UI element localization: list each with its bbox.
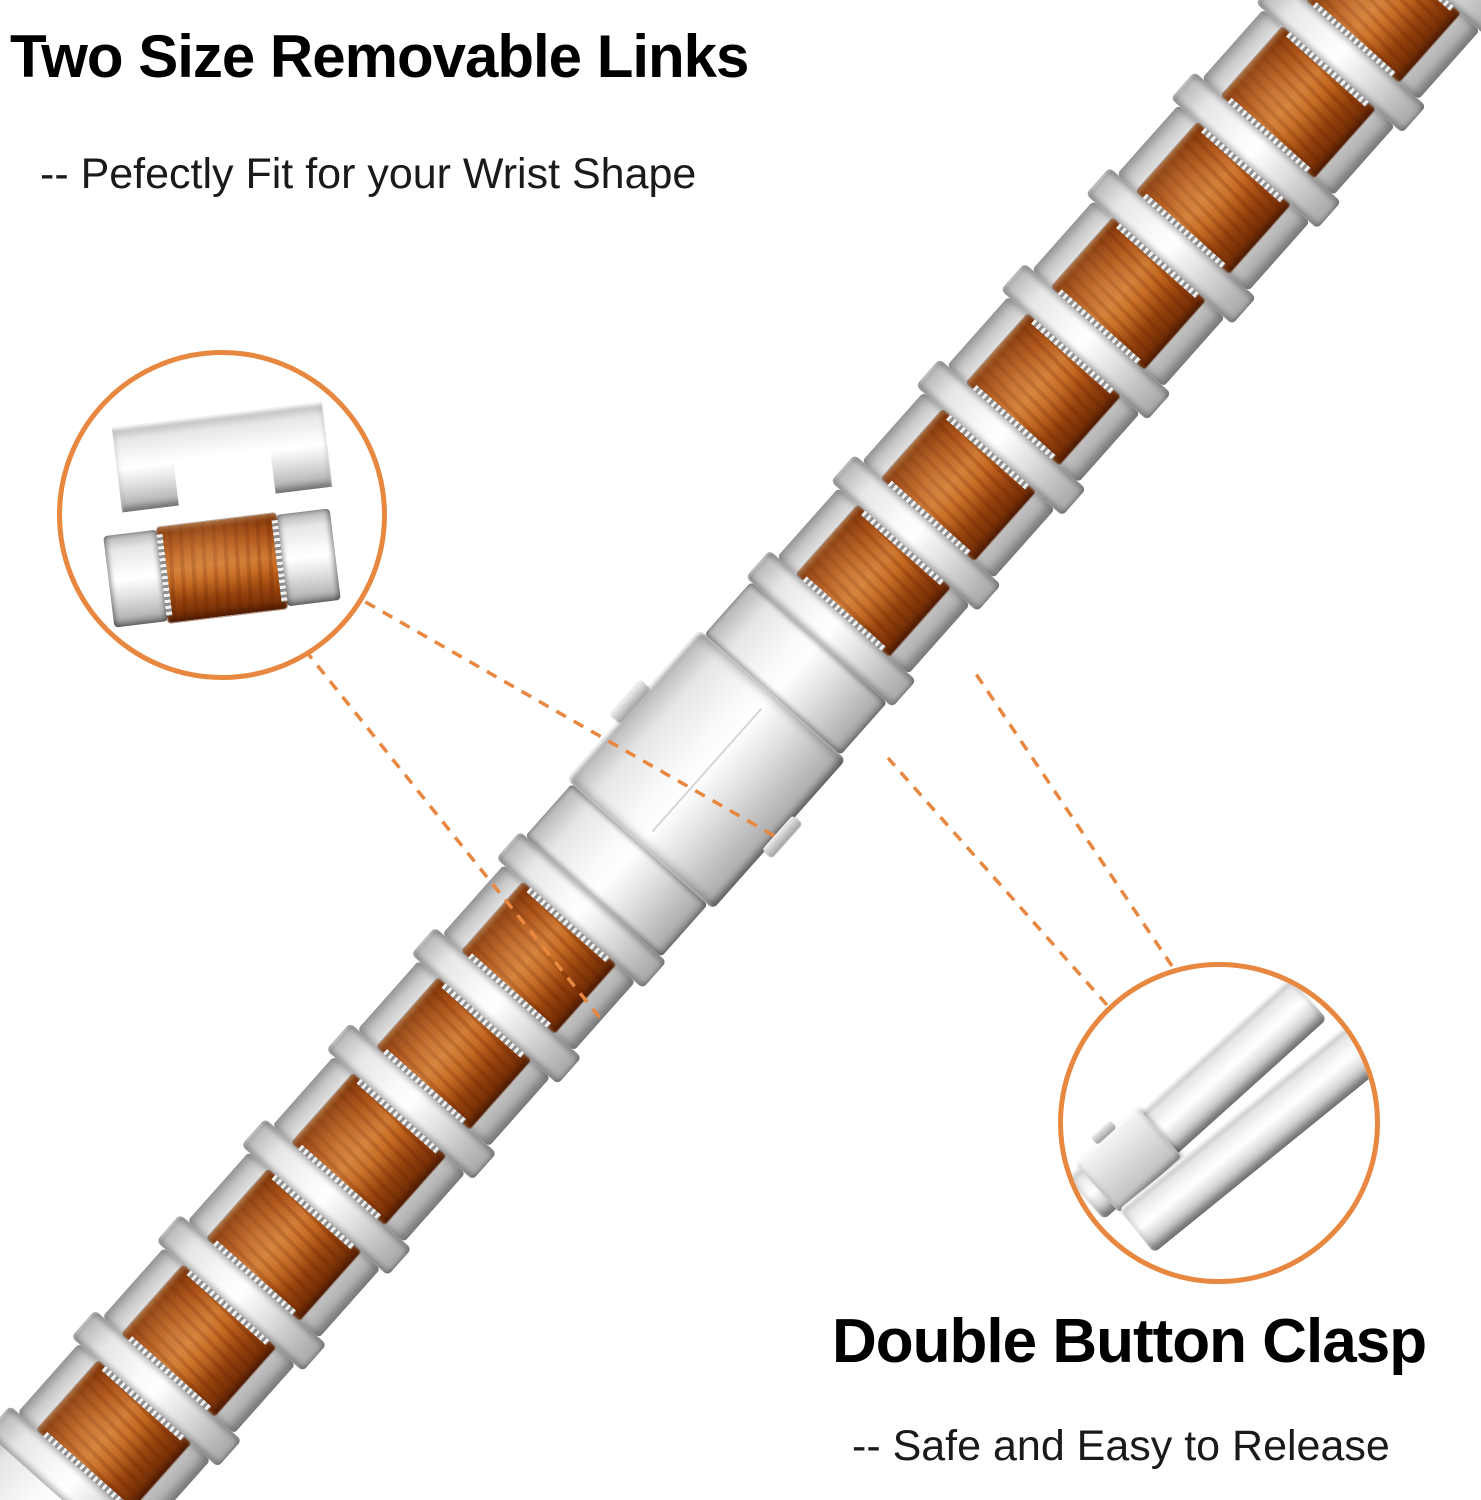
removable-link-graphic bbox=[103, 506, 341, 629]
clasp-zoom-graphic bbox=[1066, 977, 1375, 1268]
clasp-button bbox=[1090, 1120, 1117, 1145]
end-link-graphic bbox=[112, 401, 333, 512]
callout-clasp bbox=[1058, 962, 1380, 1284]
clasp-button bbox=[610, 680, 651, 724]
callout-removable-link bbox=[57, 350, 387, 680]
clasp-button bbox=[761, 815, 803, 859]
clasp-subtitle: -- Safe and Easy to Release bbox=[852, 1422, 1390, 1470]
leader-line bbox=[970, 667, 1174, 967]
clasp-title: Double Button Clasp bbox=[832, 1307, 1427, 1376]
leader-line bbox=[886, 756, 1109, 1007]
links-subtitle: -- Pefectly Fit for your Wrist Shape bbox=[40, 150, 697, 198]
wood-inlay bbox=[156, 513, 288, 623]
links-title: Two Size Removable Links bbox=[10, 23, 749, 90]
